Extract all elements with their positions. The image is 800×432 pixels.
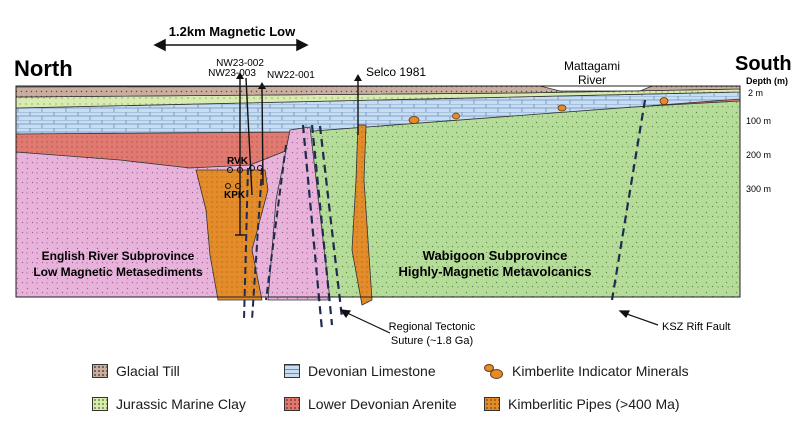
legend-kimberlitic-pipes: Kimberlitic Pipes (>400 Ma)	[484, 396, 680, 412]
wabigoon-label-1: Wabigoon Subprovince	[423, 248, 568, 263]
legend-kimberlite-indicator-minerals: Kimberlite Indicator Minerals	[484, 363, 689, 379]
legend-lower-devonian-arenite: Lower Devonian Arenite	[284, 396, 457, 412]
kimberlitic-pipes-swatch	[484, 397, 500, 411]
legend-label: Devonian Limestone	[308, 363, 436, 379]
drill-label-nw23-002: NW23-002	[216, 58, 264, 69]
wabigoon-label-2: Highly-Magnetic Metavolcanics	[399, 264, 592, 279]
ksz-rift-fault-label: KSZ Rift Fault	[662, 321, 730, 333]
drill-label-nw22-001: NW22-001	[267, 70, 315, 81]
depth-tick-100m: 100 m	[746, 116, 771, 126]
rvk-kpk-markers	[225, 165, 263, 189]
legend: Glacial Till Devonian Limestone Kimberli…	[0, 355, 800, 432]
north-label: North	[14, 56, 73, 81]
mattagami-river-label-2: River	[578, 73, 606, 87]
english-river-label-2: Low Magnetic Metasediments	[33, 265, 203, 279]
depth-header: Depth (m)	[746, 76, 788, 86]
depth-tick-200m: 200 m	[746, 150, 771, 160]
legend-glacial-till: Glacial Till	[92, 363, 180, 379]
drill-label-nw23-003: NW23-003	[208, 68, 256, 79]
jurassic-clay-swatch	[92, 397, 108, 411]
regional-tectonic-suture-faults	[301, 124, 344, 331]
lower-devonian-arenite-swatch	[284, 397, 300, 411]
legend-label: Jurassic Marine Clay	[116, 396, 246, 412]
suture-label-1: Regional Tectonic	[389, 321, 476, 333]
drill-label-selco: Selco 1981	[366, 65, 426, 79]
glacial-till-swatch	[92, 364, 108, 378]
magnetic-low-arrow	[153, 38, 309, 52]
kimberlite-minerals-icon	[484, 364, 504, 379]
mattagami-river-label-1: Mattagami	[564, 59, 620, 73]
kimberlite-indicator-minerals	[408, 97, 669, 124]
magnetic-low-label: 1.2km Magnetic Low	[169, 24, 296, 39]
english-river-label-1: English River Subprovince	[42, 249, 195, 263]
ksz-rift-fault	[610, 99, 647, 301]
depth-tick-300m: 300 m	[746, 184, 771, 194]
legend-label: Kimberlite Indicator Minerals	[512, 363, 689, 379]
legend-label: Kimberlitic Pipes (>400 Ma)	[508, 396, 680, 412]
kimberlite-pipe-selco	[351, 124, 373, 306]
south-label: South	[735, 53, 792, 75]
devonian-limestone-swatch	[284, 364, 300, 378]
section-frame	[15, 85, 741, 298]
legend-label: Glacial Till	[116, 363, 180, 379]
legend-devonian-limestone: Devonian Limestone	[284, 363, 436, 379]
kimberlite-pipe-main	[195, 169, 269, 301]
kpk-label: KPK	[224, 190, 246, 201]
depth-tick-2m: 2 m	[748, 88, 763, 98]
legend-jurassic-clay: Jurassic Marine Clay	[92, 396, 246, 412]
legend-label: Lower Devonian Arenite	[308, 396, 457, 412]
rvk-label: RVK	[227, 156, 249, 167]
kimberlite-dykes	[243, 144, 287, 321]
suture-label-2: Suture (~1.8 Ga)	[391, 335, 473, 347]
pointer-arrows	[339, 309, 659, 334]
